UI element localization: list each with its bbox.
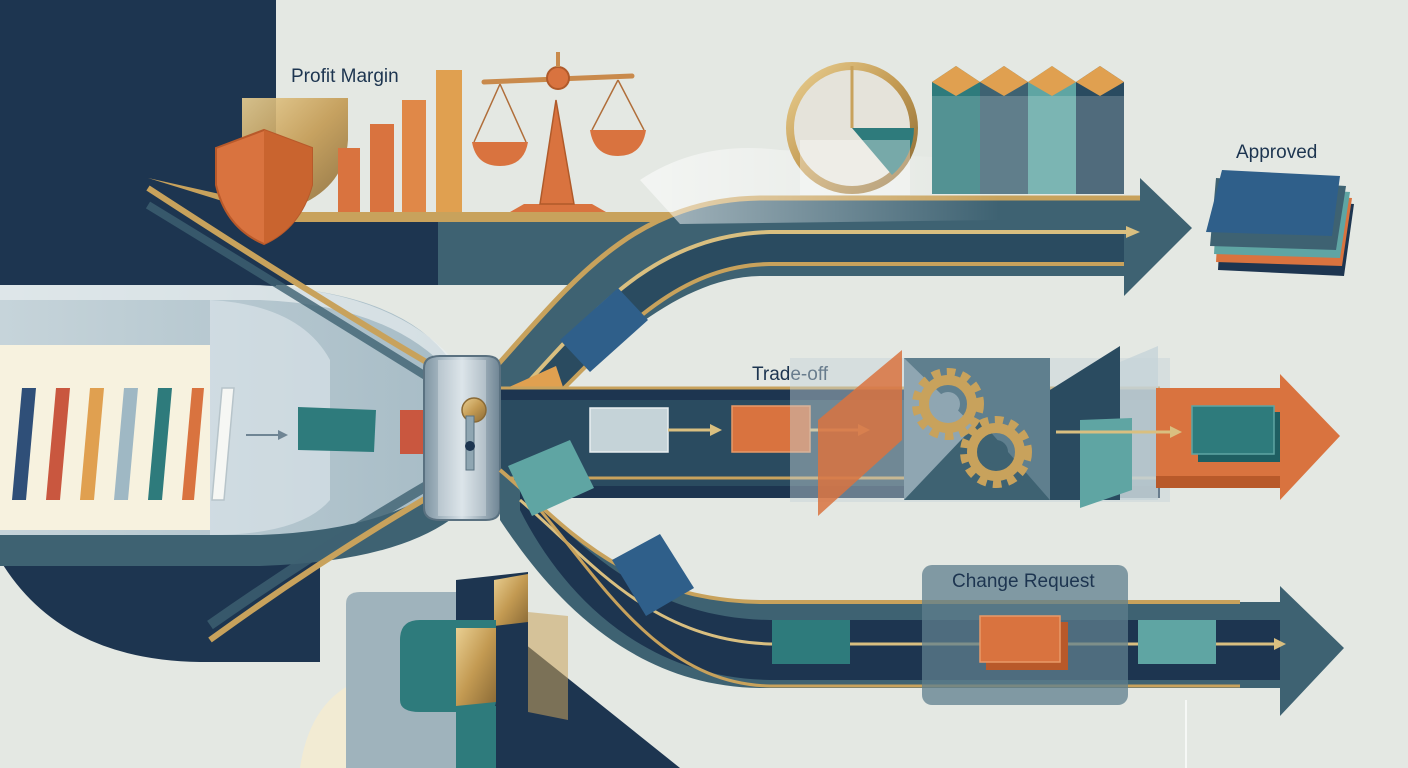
bar-2 <box>370 124 394 212</box>
intake-teal-card <box>298 407 376 452</box>
column-4 <box>1076 66 1124 194</box>
column-2 <box>980 66 1028 194</box>
gear-panel <box>790 346 1170 516</box>
change-card-blue <box>612 534 694 616</box>
navy-bottom-curve <box>0 540 320 662</box>
pie-chart-icon <box>786 62 918 195</box>
change-card-aqua <box>508 440 594 516</box>
cream-bottom-shape <box>300 680 360 768</box>
input-card-4 <box>114 388 138 500</box>
intake-arrow-head <box>278 430 288 440</box>
approved-arrow-tip <box>1126 226 1140 238</box>
change-request-label: Change Request <box>952 571 1095 592</box>
column-3 <box>1028 66 1076 194</box>
column-4-top <box>1076 66 1124 96</box>
gears-icon <box>912 368 1032 488</box>
column-3-top <box>1028 66 1076 96</box>
approved-label: Approved <box>1236 142 1317 163</box>
approved-card-blue <box>560 288 648 372</box>
change-card-orange <box>979 615 1061 663</box>
track-glass-overlay <box>640 148 1000 224</box>
profit-margin-group: Profit Margin <box>215 52 646 246</box>
approved-track-dark <box>500 234 1124 430</box>
column-1 <box>932 66 980 194</box>
column-1-top <box>932 66 980 96</box>
lower-folder <box>346 572 568 768</box>
left-rails <box>145 185 443 643</box>
trade-off-track: Trade-off <box>490 346 1340 516</box>
balance-scale-icon <box>472 52 646 212</box>
cream-panel <box>0 345 210 530</box>
shield-highlight <box>264 130 312 244</box>
input-card-1 <box>12 388 36 500</box>
input-card-5 <box>148 388 172 500</box>
column-2-top <box>980 66 1028 96</box>
change-card-aqua-right <box>1138 620 1216 664</box>
input-card-2 <box>46 388 70 500</box>
bar-4 <box>436 70 462 212</box>
approved-stack: Approved <box>1206 142 1354 276</box>
bar-3 <box>402 100 426 212</box>
trade-off-label: Trade-off <box>752 364 829 385</box>
trade-off-card-grey <box>589 407 669 453</box>
intake-tube <box>0 285 450 566</box>
change-request-track: Change Request <box>498 440 1344 716</box>
input-card-6 <box>182 388 204 500</box>
change-card-teal <box>772 620 850 664</box>
profit-margin-label: Profit Margin <box>291 66 399 87</box>
trade-off-card-orange <box>731 405 811 453</box>
trade-off-output-card <box>1191 405 1275 455</box>
lock-clamp-icon <box>423 355 501 521</box>
approved-top-card <box>1206 170 1340 236</box>
folder-columns <box>932 66 1124 194</box>
bar-1 <box>338 148 360 212</box>
input-card-7 <box>211 387 235 501</box>
input-card-3 <box>80 388 104 500</box>
tube-haze <box>210 300 330 535</box>
